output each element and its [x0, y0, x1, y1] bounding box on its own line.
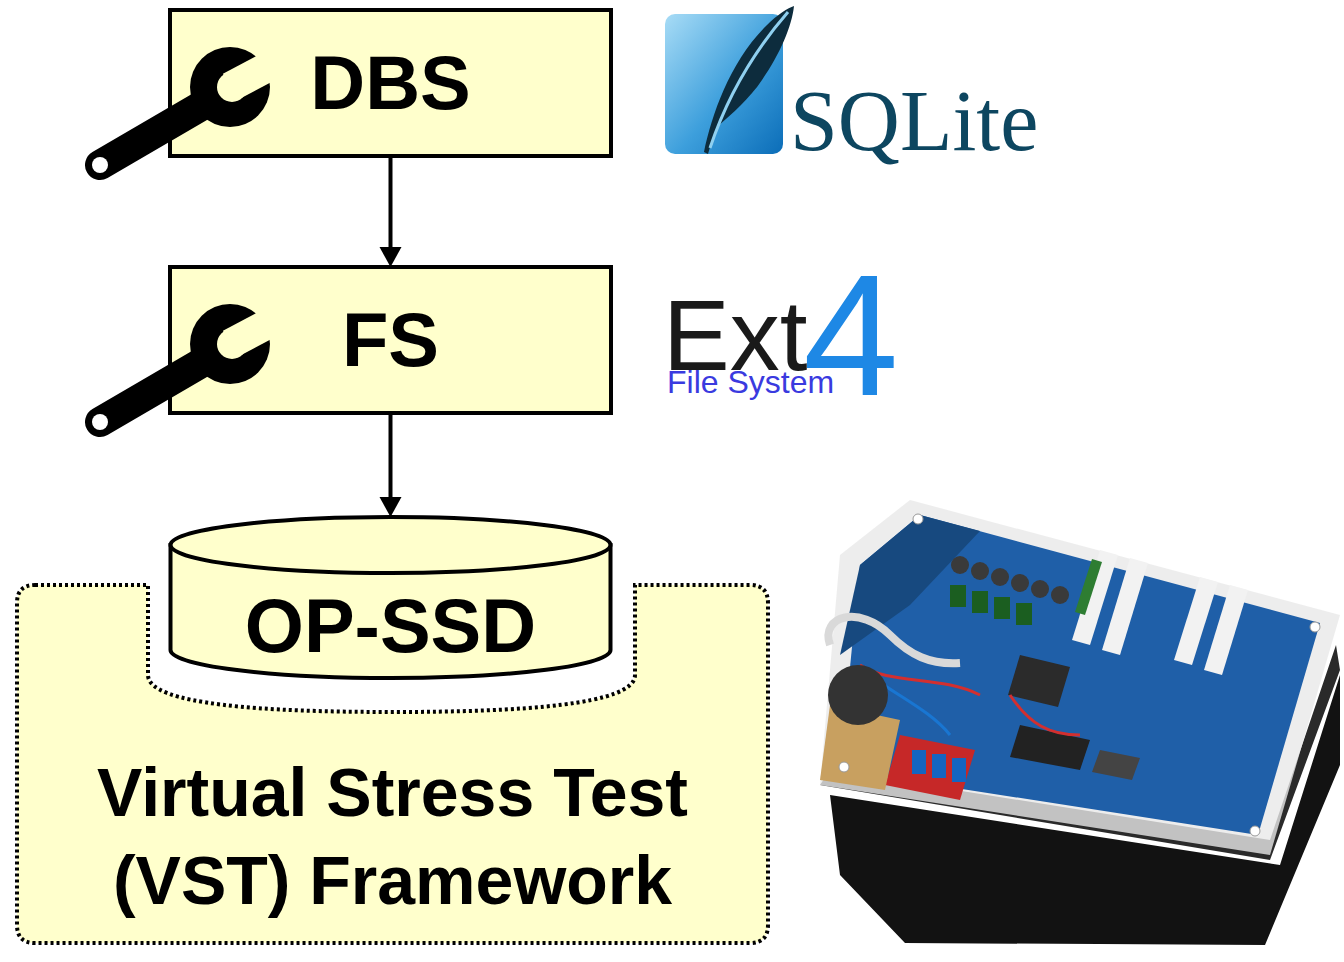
graphic-part — [972, 591, 988, 613]
node-label: FS — [342, 302, 439, 378]
graphic-part — [1051, 586, 1069, 604]
graphic-part — [994, 597, 1010, 619]
graphic-part — [952, 758, 966, 782]
wire — [1010, 695, 1080, 735]
db9-connector — [1092, 750, 1140, 780]
fan — [828, 665, 888, 725]
arrowhead — [380, 497, 402, 517]
arrow-line — [389, 158, 393, 247]
standoffs — [839, 514, 1320, 836]
dimm-slot — [1204, 585, 1248, 675]
board-photo — [800, 495, 1344, 955]
arrow-line — [389, 415, 393, 497]
graphic-part — [1310, 622, 1320, 632]
arrow-connector — [380, 158, 402, 267]
wrench-icon — [80, 292, 280, 442]
feather — [704, 6, 794, 154]
node-label: OP-SSD — [245, 588, 536, 664]
graphic-part — [1031, 580, 1049, 598]
layer-box: DBS — [168, 8, 613, 158]
feather-vein — [710, 12, 788, 148]
graphic-part — [912, 750, 926, 774]
graphic-part — [839, 762, 849, 772]
graphic-part — [913, 514, 923, 524]
arrow-connector — [380, 415, 402, 517]
relays — [912, 750, 966, 782]
dimm-module — [1075, 559, 1102, 615]
graphic-part — [1016, 603, 1032, 625]
regulators — [950, 585, 1032, 625]
pcb-shade — [840, 515, 980, 655]
arrowhead — [380, 247, 402, 267]
wrench-body — [80, 35, 280, 185]
capacitors — [951, 556, 1069, 604]
sqlite-icon — [660, 2, 800, 162]
fpga-chip — [1008, 655, 1070, 707]
node-label: DBS — [310, 45, 470, 121]
wrench-body — [80, 292, 280, 442]
graphic-part — [951, 556, 969, 574]
dimm-slot — [1102, 558, 1148, 655]
acrylic-plate — [820, 500, 1340, 855]
graphic-part — [932, 754, 946, 778]
graphic-part — [1011, 574, 1029, 592]
region-path — [17, 585, 768, 943]
storage-cylinder: OP-SSD — [168, 515, 613, 680]
relay-board — [885, 735, 975, 800]
layer-box: FS — [168, 265, 613, 415]
graphic-part — [1250, 826, 1260, 836]
graphic-part — [971, 562, 989, 580]
wrench-icon — [80, 35, 280, 185]
node-label: Virtual Stress Test (VST) Framework — [63, 748, 723, 924]
cable — [828, 617, 960, 663]
logo-text: SQLite — [790, 78, 1038, 164]
graphic-part — [950, 585, 966, 607]
cylinder-top — [171, 517, 611, 573]
logo-text: File System — [667, 366, 834, 398]
pcb — [840, 515, 1320, 835]
graphic-part — [991, 568, 1009, 586]
